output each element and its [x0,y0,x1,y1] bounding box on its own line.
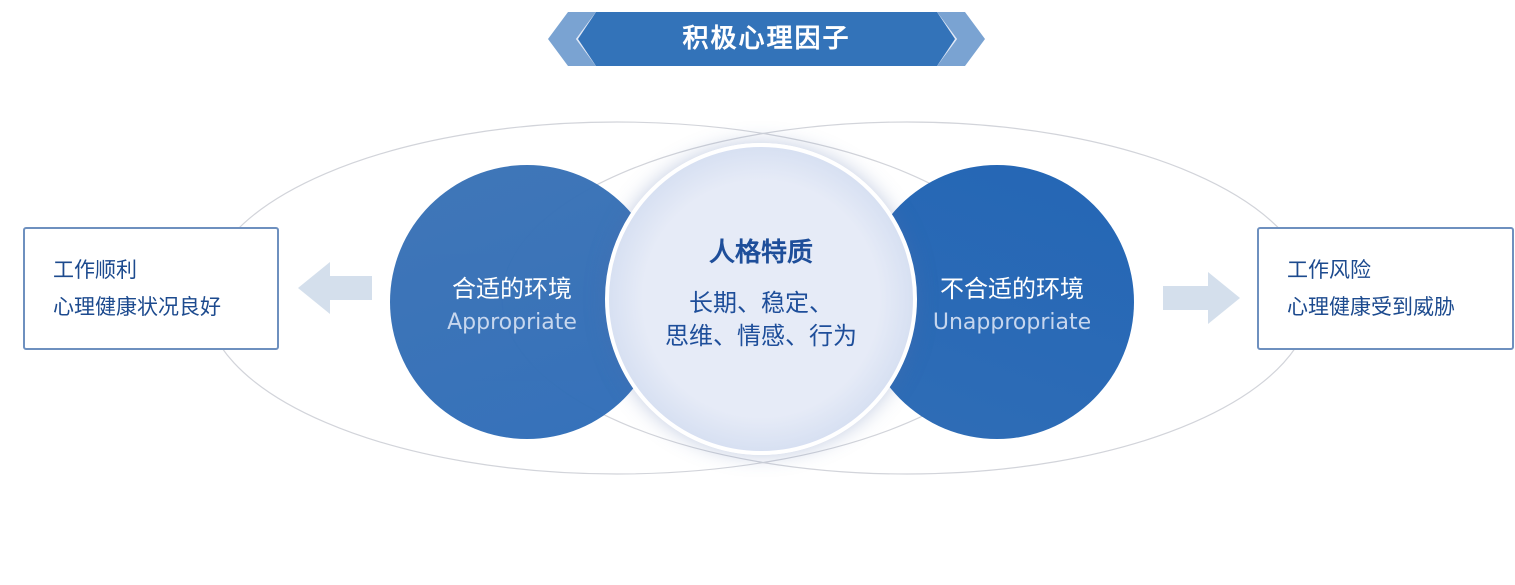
personality-trait-circle: 人格特质 长期、稳定、 思维、情感、行为 [605,143,917,455]
personality-line1: 长期、稳定、 [689,288,833,317]
appropriate-subtitle: Appropriate [447,310,577,335]
diagram-title: 积极心理因子 [682,24,851,54]
positive-outcome-box: 工作顺利 心理健康状况良好 [23,227,279,350]
unappropriate-subtitle: Unappropriate [932,310,1092,335]
appropriate-title: 合适的环境 [452,275,572,303]
positive-line2: 心理健康状况良好 [53,294,221,319]
personality-title: 人格特质 [708,237,813,268]
arrow-right-icon [1163,272,1240,324]
arrow-left-icon [298,262,372,314]
personality-line2: 思维、情感、行为 [665,321,857,350]
positive-line1: 工作顺利 [53,257,137,282]
risk-line1: 工作风险 [1287,257,1371,282]
unappropriate-title: 不合适的环境 [940,275,1084,303]
risk-outcome-box: 工作风险 心理健康受到威胁 [1257,227,1514,350]
title-banner [548,12,985,66]
risk-line2: 心理健康受到威胁 [1287,294,1455,319]
appropriate-environment-circle: 合适的环境 Appropriate [390,165,664,439]
